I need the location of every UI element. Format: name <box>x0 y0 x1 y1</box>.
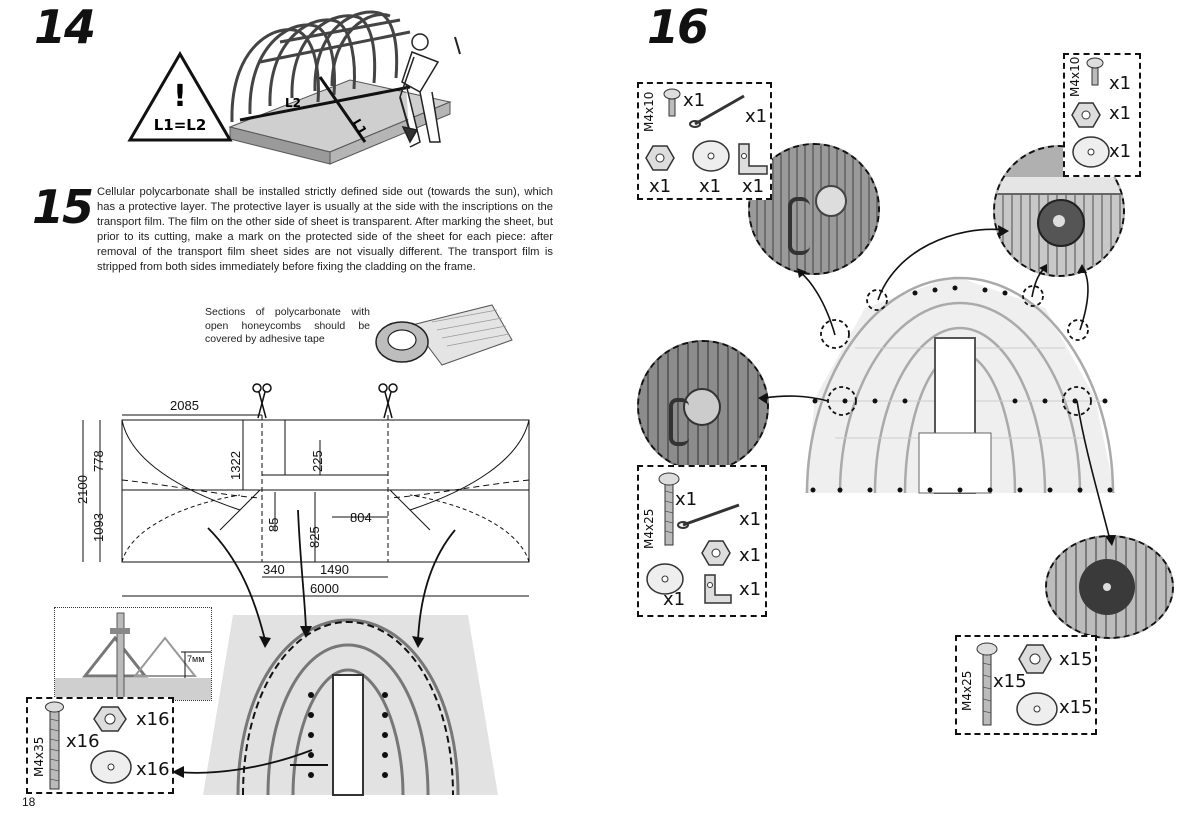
greenhouse-illustration <box>805 276 1115 494</box>
kit-b-label: M4x10 <box>1068 56 1082 97</box>
dim-804: 804 <box>350 510 372 525</box>
kit-c-nut-qty: x1 <box>739 545 762 566</box>
kit-m4x25-x15: M4x25 x15 x15 x15 <box>955 635 1097 735</box>
zoom-circle-bottom-right <box>1045 535 1174 639</box>
warning-sign-text: L1=L2 <box>154 116 207 134</box>
step-14-illustration: L2 L1 ! L1=L2 <box>127 10 461 165</box>
right-page: 16 <box>595 0 1189 817</box>
connector-arrows <box>758 225 1116 546</box>
kit-c-bracket-qty: x1 <box>739 579 762 600</box>
left-page: 14 L2 L1 <box>0 0 594 817</box>
kit-d-nut-qty: x15 <box>1059 649 1093 670</box>
kit-d-washer-qty: x15 <box>1059 697 1093 718</box>
kit-b-washer-qty: x1 <box>1109 141 1132 162</box>
label-l2: L2 <box>285 96 301 110</box>
kit-a-nut-qty: x1 <box>649 176 672 197</box>
dim-778: 778 <box>91 450 106 472</box>
zoom-circle-top-left <box>748 143 880 275</box>
kit-m4x35-bolt-qty: x16 <box>66 731 100 752</box>
scissors-icon <box>252 383 272 419</box>
kit-m4x10-full: M4x10 x1 x1 x1 x1 x1 <box>637 82 772 200</box>
kit-m4x25-full: M4x25 x1 x1 x1 x1 x1 <box>637 465 767 617</box>
dim-1490: 1490 <box>320 562 349 577</box>
kit-c-bolt-qty: x1 <box>675 489 698 510</box>
kit-b-bolt-qty: x1 <box>1109 73 1132 94</box>
dim-2085: 2085 <box>170 398 199 413</box>
dim-6000: 6000 <box>310 581 339 596</box>
anchor-detail-inset: 7мм <box>54 607 212 701</box>
adhesive-tape-illustration <box>375 304 513 366</box>
kit-b-nut-qty: x1 <box>1109 103 1132 124</box>
step-14-number: 14 <box>34 0 96 54</box>
label-l1: L1 <box>349 117 369 138</box>
kit-a-bolt-qty: x1 <box>683 90 706 111</box>
dim-85: 85 <box>266 518 281 532</box>
dim-1322: 1322 <box>228 451 243 480</box>
step-15-text: Cellular polycarbonate shall be installe… <box>97 186 553 273</box>
kit-d-label: M4x25 <box>960 670 974 711</box>
warning-exclamation: ! <box>173 79 187 114</box>
kit-m4x10-small: M4x10 x1 x1 x1 <box>1063 53 1141 177</box>
dim-340: 340 <box>263 562 285 577</box>
kit-m4x35-label: M4x35 <box>32 736 46 777</box>
kit-m4x35-nut-qty: x16 <box>136 709 170 730</box>
kit-c-rod-qty: x1 <box>739 509 762 530</box>
kit-a-bracket-qty: x1 <box>742 176 765 197</box>
scissors-icon <box>378 383 398 419</box>
kit-d-bolt-qty: x15 <box>993 671 1027 692</box>
kit-m4x35-washer-qty: x16 <box>136 759 170 780</box>
zoom-circle-mid-left <box>637 340 769 472</box>
tape-note: Sections of polycarbonate with open hone… <box>205 306 370 345</box>
dim-825: 825 <box>307 526 322 548</box>
kit-c-label: M4x25 <box>642 508 656 549</box>
zoom-circle-top-right <box>993 145 1125 277</box>
kit-c-washer-qty: x1 <box>663 589 686 610</box>
kit-a-washer-qty: x1 <box>699 176 722 197</box>
step-15-number: 15 <box>32 180 94 234</box>
page-number: 18 <box>22 795 36 809</box>
step-16-number: 16 <box>647 0 709 54</box>
gap-label: 7мм <box>187 654 205 664</box>
cutting-diagram: 2085 1322 225 778 2100 1093 85 825 804 3… <box>75 383 530 597</box>
greenhouse-front-illustration <box>203 615 498 796</box>
kit-a-label: M4x10 <box>642 91 656 132</box>
arrows-overlay <box>172 509 456 778</box>
dim-1093: 1093 <box>91 513 106 542</box>
kit-a-rod-qty: x1 <box>745 106 768 127</box>
dim-2100: 2100 <box>75 475 90 504</box>
dim-225: 225 <box>310 450 325 472</box>
kit-m4x35: M4x35 x16 x16 x16 <box>26 697 174 794</box>
